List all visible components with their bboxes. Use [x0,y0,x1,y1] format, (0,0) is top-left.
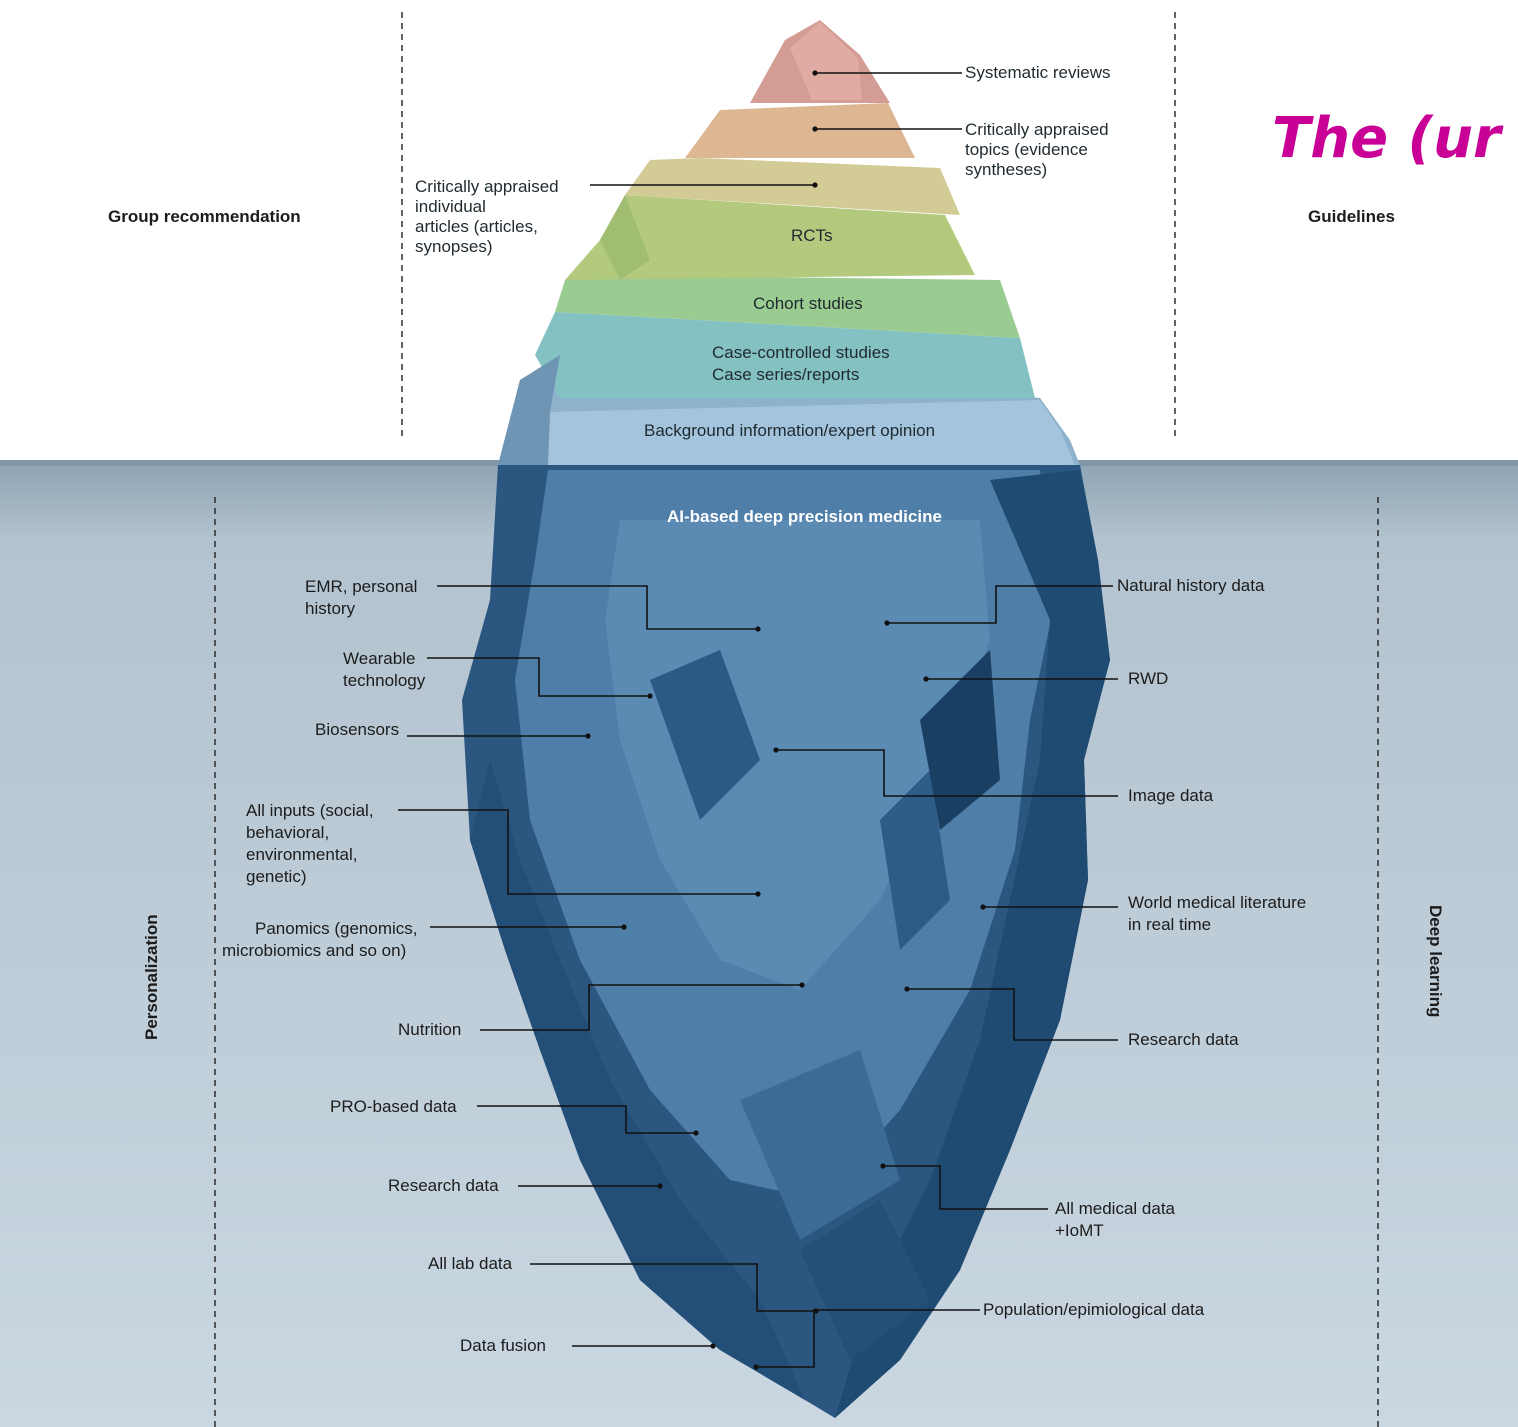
panomics-label: Panomics (genomics, microbiomics and so … [222,919,422,960]
all-inputs-label: All inputs (social, behavioral, environm… [246,801,378,886]
natural-history-label: Natural history data [1117,576,1265,595]
research-left-label: Research data [388,1176,499,1195]
rwd-label: RWD [1128,669,1168,688]
literature-label: World medical literature in real time [1128,893,1311,934]
critically-appraised-topics-label: Critically appraised topics (evidence sy… [965,120,1113,179]
research-right-label: Research data [1128,1030,1239,1049]
rcts-label: RCTs [791,226,833,245]
pro-label: PRO-based data [330,1097,457,1116]
underwater-leader-lines [398,585,1118,1370]
underwater-title: AI-based deep precision medicine [667,507,942,526]
case-controlled-label: Case-controlled studies Case series/repo… [712,343,894,384]
group-recommendation-label: Group recommendation [108,207,301,226]
headline: The (ur [1272,106,1504,171]
personalization-label: Personalization [142,914,161,1040]
population-label: Population/epimiological data [983,1300,1205,1319]
nutrition-label: Nutrition [398,1020,461,1039]
guidelines-label: Guidelines [1308,207,1395,226]
fusion-label: Data fusion [460,1336,546,1355]
lab-label: All lab data [428,1254,513,1273]
background-label: Background information/expert opinion [644,421,935,440]
underwater-iceberg [462,465,1110,1418]
systematic-reviews-label: Systematic reviews [965,63,1110,82]
iceberg-tip [498,20,1080,465]
image-label: Image data [1128,786,1214,805]
tip-leader-lines [590,70,962,188]
deep-learning-label: Deep learning [1426,905,1445,1017]
critically-appraised-articles-label: Critically appraised individual articles… [415,177,563,256]
wearable-label: Wearable technology [343,649,426,690]
biosensors-label: Biosensors [315,720,399,739]
medical-label: All medical data +IoMT [1055,1199,1180,1240]
emr-label: EMR, personal history [305,577,422,618]
cohort-studies-label: Cohort studies [753,294,863,313]
